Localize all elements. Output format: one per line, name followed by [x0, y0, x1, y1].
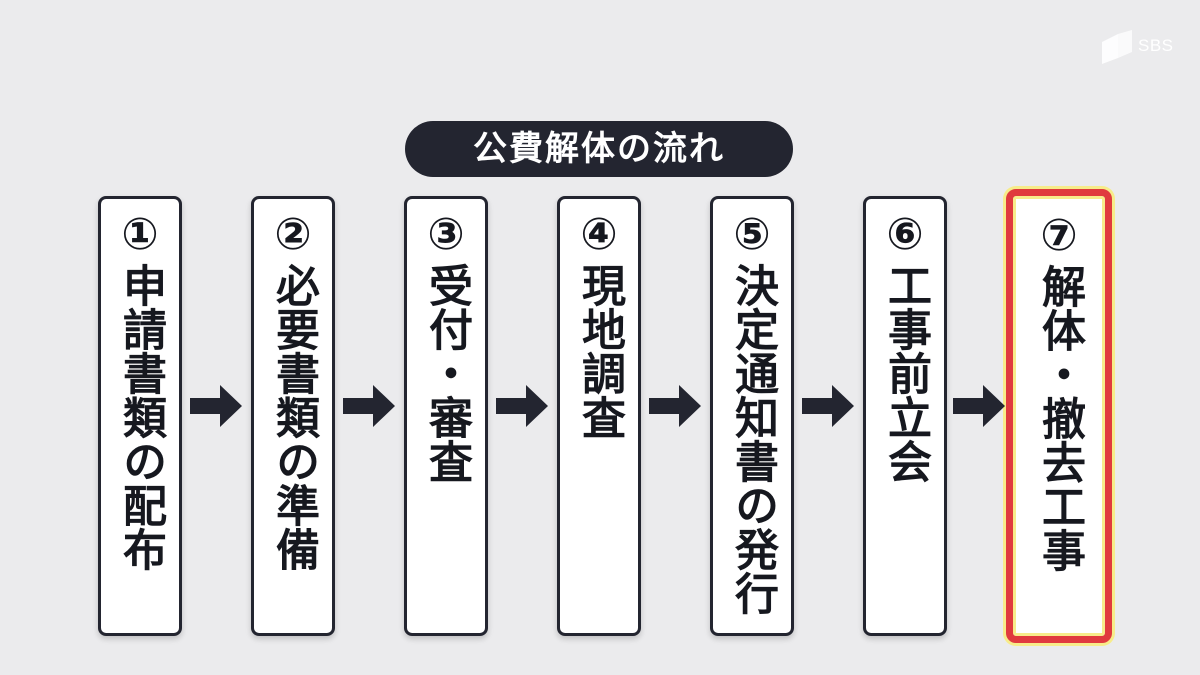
flow-arrow-right-icon [190, 385, 242, 427]
flow-arrow-right-icon [343, 385, 395, 427]
step-box-7-highlighted: ⑦ 解体・撤去工事 [1006, 189, 1112, 643]
step-box-2: ② 必要書類の準備 [251, 196, 335, 636]
step-number: ② [274, 209, 312, 260]
sbs-logo-text: SBS [1138, 36, 1174, 55]
step-box-5: ⑤ 決定通知書の発行 [710, 196, 794, 636]
step-number: ⑤ [733, 209, 771, 260]
step-box-3: ③ 受付・審査 [404, 196, 488, 636]
step-label: 工事前立会 [880, 263, 931, 483]
diagram-title: 公費解体の流れ [405, 121, 793, 177]
step-number: ① [121, 209, 159, 260]
step-label: 現地調査 [574, 263, 625, 439]
step-label: 解体・撤去工事 [1034, 264, 1085, 572]
step-number: ③ [427, 209, 465, 260]
step-label: 申請書類の配布 [115, 263, 166, 571]
step-label: 受付・審査 [421, 263, 472, 483]
flow-arrow-right-icon [496, 385, 548, 427]
step-box-6: ⑥ 工事前立会 [863, 196, 947, 636]
step-label: 決定通知書の発行 [727, 263, 778, 615]
step-number: ④ [580, 209, 618, 260]
flow-arrow-right-icon [649, 385, 701, 427]
step-number: ⑥ [886, 209, 924, 260]
step-box-4: ④ 現地調査 [557, 196, 641, 636]
step-label: 必要書類の準備 [268, 263, 319, 571]
step-box-1: ① 申請書類の配布 [98, 196, 182, 636]
sbs-logo-mark-icon [1102, 30, 1132, 64]
sbs-logo: SBS [1098, 28, 1190, 68]
flow-arrow-right-icon [802, 385, 854, 427]
step-number: ⑦ [1040, 210, 1078, 261]
flow-arrow-right-icon [953, 385, 1005, 427]
